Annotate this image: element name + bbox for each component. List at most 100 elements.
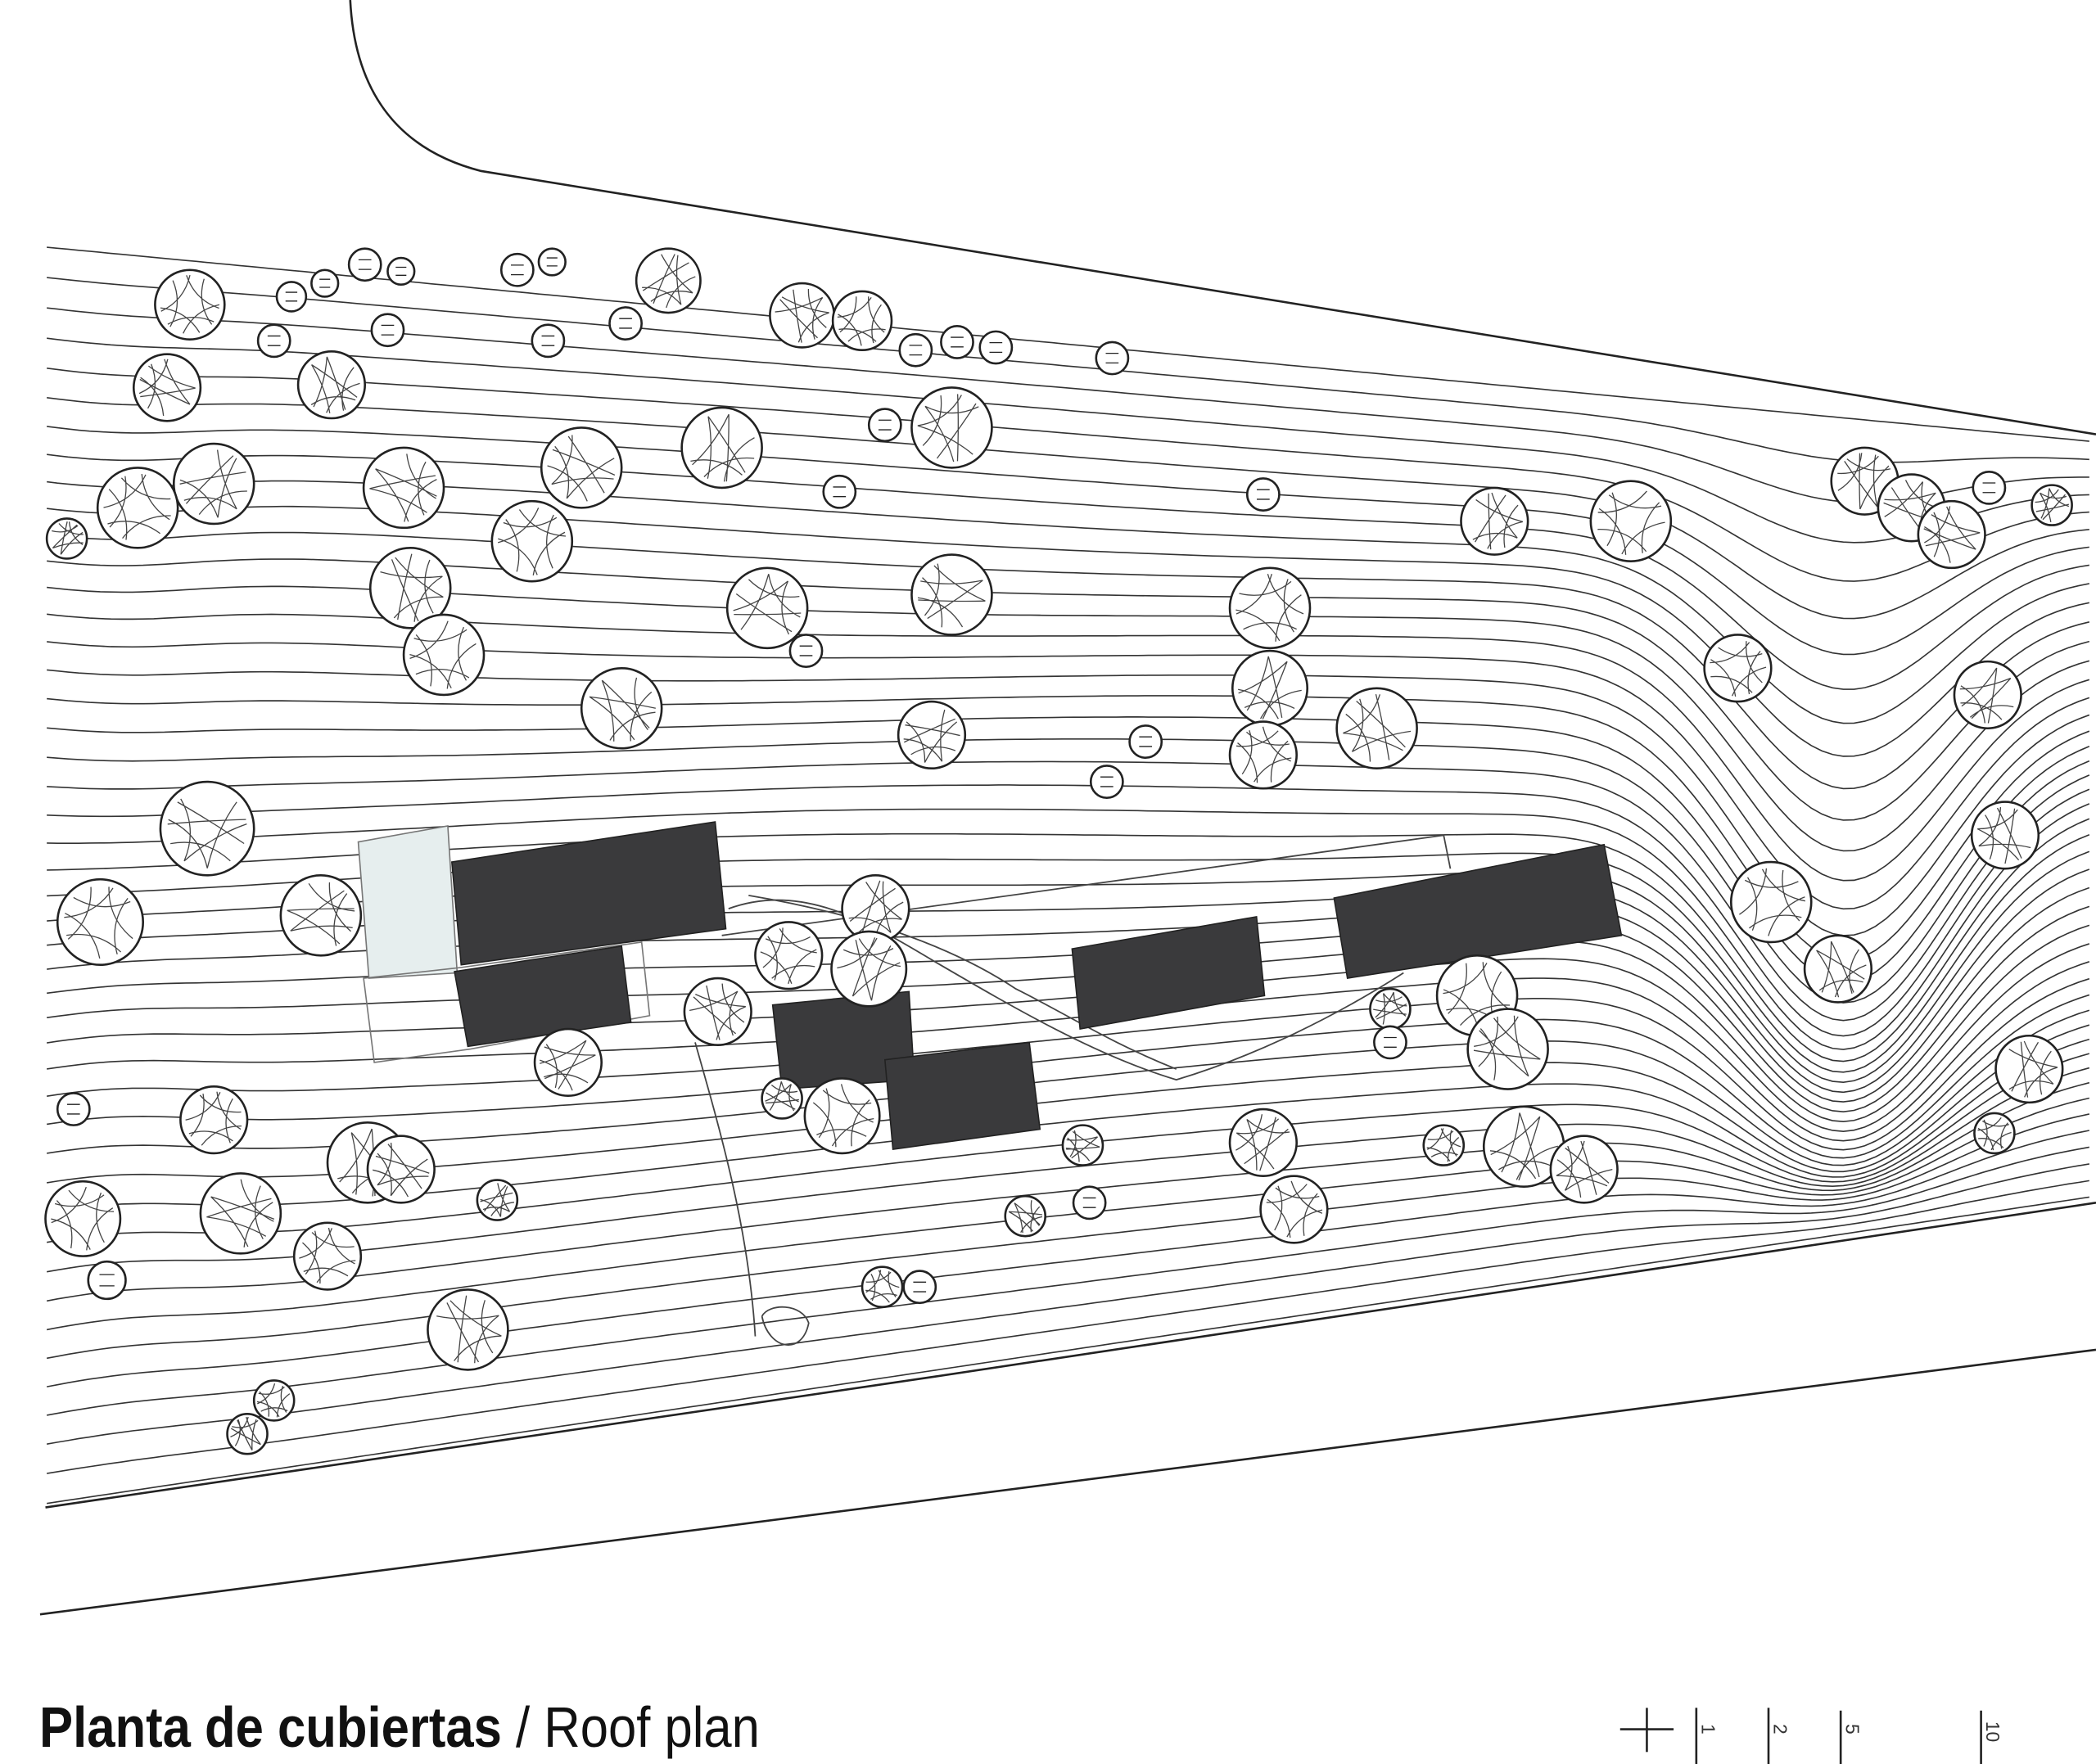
tree-icon xyxy=(1466,1008,1549,1090)
tree-icon xyxy=(172,442,255,526)
building-roof xyxy=(883,1041,1041,1150)
tree-icon xyxy=(56,1092,91,1126)
tree-icon xyxy=(910,553,993,636)
tree-icon xyxy=(1072,1185,1107,1220)
tree-icon xyxy=(1335,687,1418,770)
tree-icon xyxy=(1703,634,1773,703)
contour-line xyxy=(47,613,2090,882)
contour-line xyxy=(47,961,2090,1142)
path-line xyxy=(721,834,1452,936)
tree-icon xyxy=(45,517,88,560)
tree-icon xyxy=(898,332,933,368)
road-edge-bottom xyxy=(39,1348,2096,1616)
tree-icon xyxy=(362,446,445,530)
tree-icon xyxy=(1228,566,1312,650)
tree-icon xyxy=(256,323,291,359)
tree-icon xyxy=(1589,480,1673,562)
tree-icon xyxy=(1373,1025,1407,1060)
tree-icon xyxy=(822,474,857,509)
tree-icon xyxy=(386,256,416,286)
contour-line xyxy=(47,246,2089,442)
tree-icon xyxy=(1245,477,1281,512)
tree-icon xyxy=(159,780,255,877)
tree-icon xyxy=(292,1221,363,1291)
contour-line xyxy=(47,558,2090,821)
contour-line xyxy=(47,1196,2089,1505)
contour-line xyxy=(47,531,2090,790)
tree-icon xyxy=(1953,660,2022,730)
tree-icon xyxy=(1004,1194,1047,1238)
tree-icon xyxy=(96,467,179,549)
tree-icon xyxy=(199,1172,282,1255)
tree-icon xyxy=(275,281,308,313)
tree-icon xyxy=(803,1077,881,1155)
tree-icon xyxy=(44,1180,122,1257)
contour-line xyxy=(47,943,2090,1132)
contour-line xyxy=(47,585,2090,852)
site-boundary-bottom xyxy=(45,1202,2096,1509)
contour-line xyxy=(47,994,2090,1159)
tree-icon xyxy=(366,1135,436,1204)
contour-line xyxy=(47,397,2089,620)
tree-icon xyxy=(861,1265,904,1308)
tree-icon xyxy=(902,1270,937,1305)
tree-icon xyxy=(310,268,340,298)
path-line xyxy=(761,1306,810,1346)
tree-icon xyxy=(754,921,824,990)
path-line xyxy=(748,894,1177,1070)
contour-line xyxy=(47,1180,2089,1474)
scale-label: 1 xyxy=(1697,1724,1719,1735)
scale-label: 2 xyxy=(1770,1724,1791,1735)
tree-icon xyxy=(1231,649,1309,727)
contour-line xyxy=(47,505,2090,757)
tree-icon xyxy=(476,1179,519,1221)
tree-icon xyxy=(1970,801,2040,870)
tree-icon xyxy=(580,666,663,750)
building-roofs xyxy=(450,821,1623,1150)
tree-icon xyxy=(531,323,566,359)
tree-icon xyxy=(56,877,144,967)
tree-icon xyxy=(154,268,226,341)
tree-icon xyxy=(1803,934,1873,1004)
contour-line xyxy=(47,924,2090,1123)
contour-line xyxy=(47,426,2089,656)
tree-icon xyxy=(831,290,893,352)
tree-icon xyxy=(132,353,202,422)
contour-line xyxy=(46,1097,2090,1331)
path-line xyxy=(728,899,1404,1081)
tree-icon xyxy=(226,1412,269,1455)
tree-icon xyxy=(788,634,824,668)
building-roof xyxy=(1071,915,1266,1031)
road-edge-top xyxy=(349,0,2096,435)
path-line xyxy=(694,1042,757,1337)
tree-icon xyxy=(1917,499,1986,570)
tree-icon xyxy=(2030,484,2073,526)
contour-line xyxy=(47,1163,2089,1445)
pool xyxy=(357,824,458,979)
tree-icon xyxy=(1729,860,1813,944)
tree-icon xyxy=(368,547,452,629)
tree-icon xyxy=(683,977,752,1046)
tree-icon xyxy=(540,426,623,509)
tree-icon xyxy=(370,313,405,348)
tree-icon xyxy=(608,306,643,341)
tree-icon xyxy=(347,247,382,282)
contour-line xyxy=(47,277,2089,463)
contour-line xyxy=(47,367,2089,582)
title-separator: / xyxy=(515,1695,531,1759)
contour-line xyxy=(47,480,2089,724)
title-english: Roof plan xyxy=(544,1695,760,1759)
contour-line xyxy=(47,337,2089,544)
tree-icon xyxy=(910,386,993,469)
trees xyxy=(44,247,2073,1455)
tree-icon xyxy=(680,406,763,489)
contour-line xyxy=(47,784,2090,1037)
tree-icon xyxy=(769,282,836,349)
scale-label: 10 xyxy=(1982,1721,2003,1742)
tree-icon xyxy=(252,1379,296,1422)
tree-icon xyxy=(533,1027,603,1098)
tree-icon xyxy=(1369,987,1412,1031)
tree-icon xyxy=(1228,1108,1298,1177)
tree-icon xyxy=(1973,1112,2016,1155)
